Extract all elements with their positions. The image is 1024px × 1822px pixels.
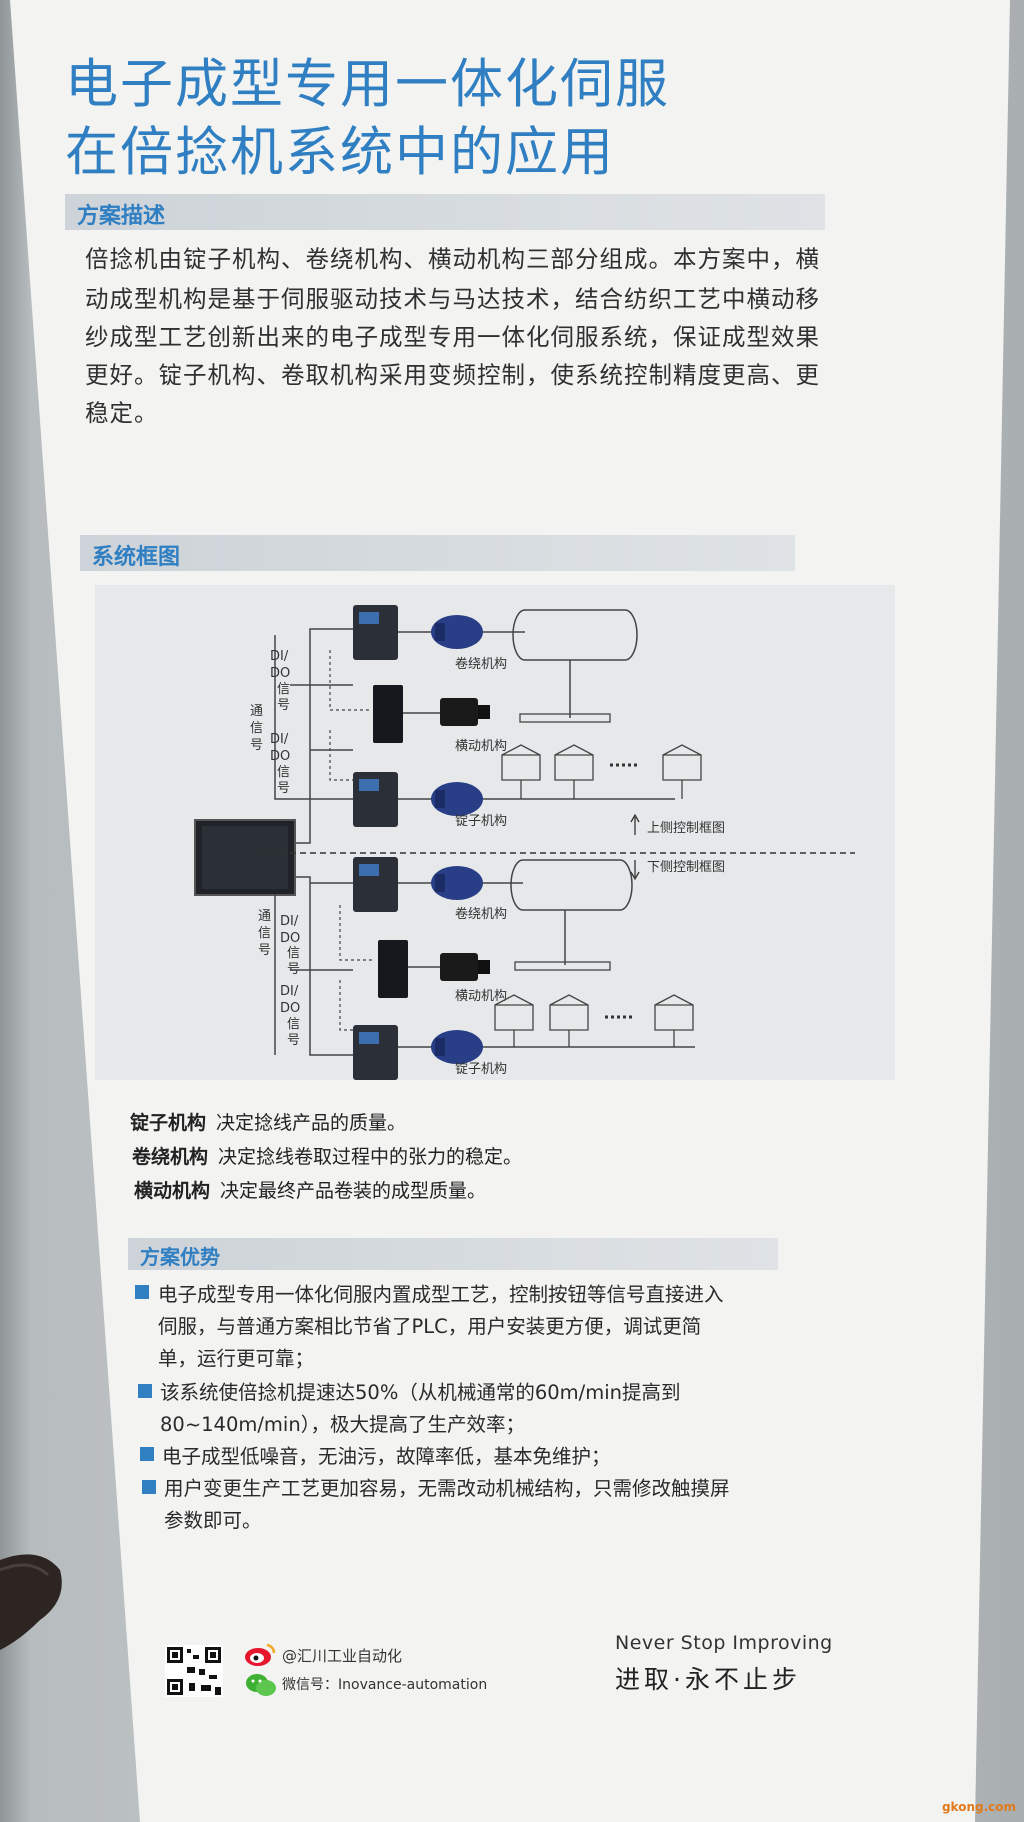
slogan-english: Never Stop Improving bbox=[615, 1632, 833, 1654]
label-traverse: 横动机构 bbox=[455, 989, 507, 1004]
section-bar-description: 方案描述 bbox=[65, 194, 825, 230]
spindle-units-icon bbox=[501, 744, 702, 799]
lower-group: 卷绕机构 横动机构 锭子机构 bbox=[353, 857, 695, 1080]
label-spindle: 锭子机构 bbox=[455, 1062, 507, 1077]
label-lower-control: 下侧控制框图 bbox=[647, 860, 725, 875]
winding-drum-icon bbox=[510, 859, 633, 911]
servo-motor-icon bbox=[440, 953, 478, 981]
label-xin: 信 bbox=[287, 1017, 300, 1032]
advantage-line: 用户变更生产工艺更加容易，无需改动机械结构，只需修改触摸屏 bbox=[164, 1477, 730, 1500]
shoe-photo-element bbox=[0, 1554, 62, 1650]
label-xin: 信 bbox=[287, 946, 300, 961]
winding-drum-icon bbox=[512, 609, 638, 661]
definition-term: 横动机构 bbox=[134, 1180, 211, 1202]
weibo-icon bbox=[245, 1643, 276, 1666]
label-di: DI/ bbox=[280, 984, 299, 999]
definition-row: 锭子机构决定捻线产品的质量。 bbox=[130, 1108, 406, 1135]
slogan-chinese: 进取·永不止步 bbox=[615, 1665, 801, 1694]
advantage-line: 80~140m/min），极大提高了生产效率； bbox=[160, 1413, 525, 1436]
definition-text: 决定捻线卷取过程中的张力的稳定。 bbox=[218, 1146, 523, 1168]
label-di: DI/ bbox=[280, 914, 299, 929]
definition-term: 锭子机构 bbox=[130, 1112, 207, 1134]
watermark-text: gkong.com bbox=[941, 1800, 1016, 1814]
definition-text: 决定捻线产品的质量。 bbox=[216, 1112, 407, 1134]
label-winding: 卷绕机构 bbox=[455, 906, 507, 922]
description-line: 更好。锭子机构、卷取机构采用变频控制，使系统控制精度更高、更 bbox=[85, 361, 820, 389]
description-line: 稳定。 bbox=[85, 399, 159, 427]
label-xin: 信 bbox=[277, 682, 290, 697]
definition-row: 卷绕机构决定捻线卷取过程中的张力的稳定。 bbox=[132, 1142, 522, 1169]
traverse-rod-icon bbox=[519, 713, 611, 723]
definition-text: 决定最终产品卷装的成型质量。 bbox=[220, 1180, 487, 1202]
label-hao: 号 bbox=[277, 781, 290, 796]
wechat-icon bbox=[246, 1674, 276, 1696]
label-hao: 号 bbox=[250, 738, 263, 753]
label-xin: 信 bbox=[258, 926, 271, 941]
servo-motor-icon bbox=[440, 698, 478, 726]
advantage-line: 电子成型低噪音，无油污，故障率低，基本免维护； bbox=[162, 1445, 611, 1468]
label-hao: 号 bbox=[287, 1033, 300, 1048]
description-line: 倍捻机由锭子机构、卷绕机构、横动机构三部分组成。本方案中，横 bbox=[85, 245, 820, 273]
advantage-line: 该系统使倍捻机提速达50%（从机械通常的60m/min提高到 bbox=[160, 1381, 681, 1404]
bullet-square-icon bbox=[142, 1480, 156, 1494]
traverse-rod-icon bbox=[514, 961, 611, 971]
description-line: 纱成型工艺创新出来的电子成型专用一体化伺服系统，保证成型效果 bbox=[85, 323, 820, 351]
label-do: DO bbox=[280, 1001, 300, 1016]
advantage-line: 伺服，与普通方案相比节省了PLC，用户安装更方便，调试更简 bbox=[158, 1315, 702, 1338]
label-do: DO bbox=[270, 666, 290, 681]
label-upper-control: 上侧控制框图 bbox=[647, 821, 725, 836]
system-block-diagram: DI/ DO 信 号 通 信 号 DI/ DO 信 号 通 信 号 DI/ DO… bbox=[95, 585, 895, 1080]
section-title-advantages: 方案优势 bbox=[140, 1245, 220, 1269]
label-xin: 信 bbox=[277, 765, 290, 780]
poster-title-line2: 在倍捻机系统中的应用 bbox=[65, 122, 615, 183]
label-hao: 号 bbox=[277, 698, 290, 713]
weibo-handle: @汇川工业自动化 bbox=[282, 1647, 403, 1665]
label-xin: 信 bbox=[250, 721, 263, 736]
label-hao: 号 bbox=[258, 943, 271, 958]
label-do: DO bbox=[280, 931, 300, 946]
label-tong: 通 bbox=[250, 704, 263, 719]
label-spindle: 锭子机构 bbox=[455, 814, 507, 829]
wechat-id: 微信号：Inovance-automation bbox=[282, 1677, 488, 1693]
upper-group: 卷绕机构 横动机构 锭子机构 bbox=[353, 605, 702, 829]
section-bar-diagram: 系统框图 bbox=[80, 535, 795, 571]
label-winding: 卷绕机构 bbox=[455, 656, 507, 672]
definition-row: 横动机构决定最终产品卷装的成型质量。 bbox=[134, 1176, 486, 1203]
bullet-square-icon bbox=[138, 1384, 152, 1398]
label-di: DI/ bbox=[270, 649, 289, 664]
advantage-line: 参数即可。 bbox=[164, 1509, 262, 1532]
label-traverse: 横动机构 bbox=[455, 739, 507, 754]
label-hao: 号 bbox=[287, 962, 300, 977]
section-title-description: 方案描述 bbox=[77, 204, 166, 229]
advantage-line: 电子成型专用一体化伺服内置成型工艺，控制按钮等信号直接进入 bbox=[158, 1283, 724, 1306]
servo-drive-icon bbox=[373, 685, 403, 743]
section-title-diagram: 系统框图 bbox=[92, 545, 181, 570]
qr-code-icon bbox=[165, 1645, 223, 1697]
label-di: DI/ bbox=[270, 732, 289, 747]
servo-drive-icon bbox=[378, 940, 408, 998]
description-line: 动成型机构是基于伺服驱动技术与马达技术，结合纺织工艺中横动移 bbox=[85, 285, 820, 313]
label-tong: 通 bbox=[258, 909, 271, 924]
spindle-units-icon bbox=[494, 994, 694, 1047]
bullet-square-icon bbox=[140, 1447, 154, 1461]
section-bar-advantages: 方案优势 bbox=[128, 1238, 778, 1270]
poster-title-line1: 电子成型专用一体化伺服 bbox=[65, 54, 670, 115]
definition-term: 卷绕机构 bbox=[132, 1146, 209, 1168]
bullet-square-icon bbox=[135, 1285, 149, 1299]
poster-panel: 电子成型专用一体化伺服 在倍捻机系统中的应用 方案描述 倍捻机由锭子机构、卷绕机… bbox=[10, 0, 1010, 1822]
label-do: DO bbox=[270, 749, 290, 764]
advantage-line: 单，运行更可靠； bbox=[158, 1347, 315, 1370]
